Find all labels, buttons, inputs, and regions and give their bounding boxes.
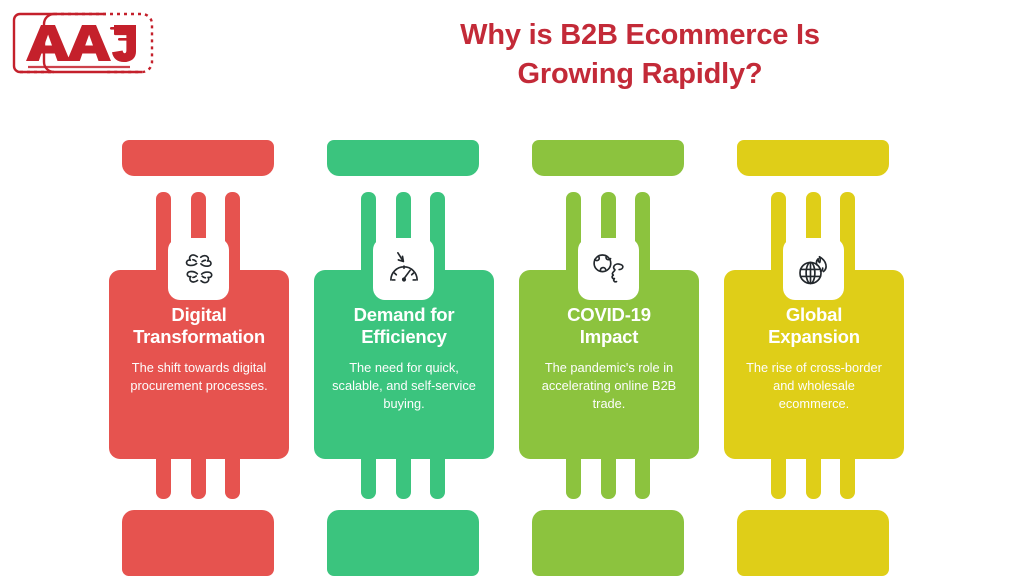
card-bottom-cap	[532, 510, 684, 576]
card-covid-19-impact[interactable]: COVID-19 Impact The pandemic's role in a…	[506, 0, 711, 576]
card-body: Global Expansion The rise of cross-borde…	[724, 270, 904, 459]
speedometer-gauge-icon-glyph	[389, 251, 418, 282]
card-title-line2: Transformation	[133, 325, 265, 347]
card-title-line2: Expansion	[768, 325, 860, 347]
card-title-line2: Impact	[579, 325, 639, 347]
card-title: COVID-19 Impact	[529, 270, 689, 348]
teamwork-hands-icon	[168, 238, 229, 300]
globe-decline-icon	[578, 238, 639, 300]
card-bottom-cap	[737, 510, 889, 576]
card-global-expansion[interactable]: Global Expansion The rise of cross-borde…	[711, 0, 916, 576]
card-digital-transformation[interactable]: Digital Transformation The shift towards…	[96, 0, 301, 576]
card-title: Demand for Efficiency	[324, 270, 484, 348]
card-title-line1: Demand for	[353, 304, 455, 325]
page-title-line1: Why is B2B Ecommerce Is	[460, 19, 820, 51]
page-title-line2: Growing Rapidly?	[517, 57, 763, 90]
card-bottom-prongs	[566, 455, 650, 499]
card-bottom-cap	[122, 510, 274, 576]
card-title-line1: COVID-19	[567, 304, 651, 325]
aaj-logo-mark	[12, 12, 154, 74]
globe-flame-icon	[783, 238, 844, 300]
card-body: Demand for Efficiency The need for quick…	[314, 270, 494, 459]
card-bottom-prongs	[771, 455, 855, 499]
teamwork-hands-icon-glyph	[185, 254, 213, 284]
card-title-line2: Efficiency	[361, 325, 447, 347]
card-demand-for-efficiency[interactable]: Demand for Efficiency The need for quick…	[301, 0, 506, 576]
card-body: Digital Transformation The shift towards…	[109, 270, 289, 459]
card-bottom-prongs	[361, 455, 445, 499]
card-top-cap	[737, 140, 889, 176]
card-top-cap	[327, 140, 479, 176]
card-top-cap	[532, 140, 684, 176]
card-bottom-cap	[327, 510, 479, 576]
card-description: The shift towards digital procurement pr…	[130, 359, 268, 393]
card-title: Global Expansion	[734, 270, 894, 348]
card-top-cap	[122, 140, 274, 176]
globe-flame-icon-glyph	[798, 255, 827, 285]
card-description: The need for quick, scalable, and self-s…	[332, 359, 476, 411]
card-body: COVID-19 Impact The pandemic's role in a…	[519, 270, 699, 459]
card-description: The pandemic's role in accelerating onli…	[541, 359, 677, 411]
card-title-line1: Digital	[171, 304, 227, 325]
card-description: The rise of cross-border and wholesale e…	[746, 359, 882, 411]
card-bottom-prongs	[156, 455, 240, 499]
card-title: Digital Transformation	[119, 270, 279, 348]
globe-decline-icon-glyph	[592, 254, 624, 283]
aaj-logo[interactable]	[10, 10, 162, 76]
page-title: Why is B2B Ecommerce Is Growing Rapidly?	[390, 16, 890, 93]
card-title-line1: Global	[785, 304, 843, 325]
speedometer-gauge-icon	[373, 238, 434, 300]
